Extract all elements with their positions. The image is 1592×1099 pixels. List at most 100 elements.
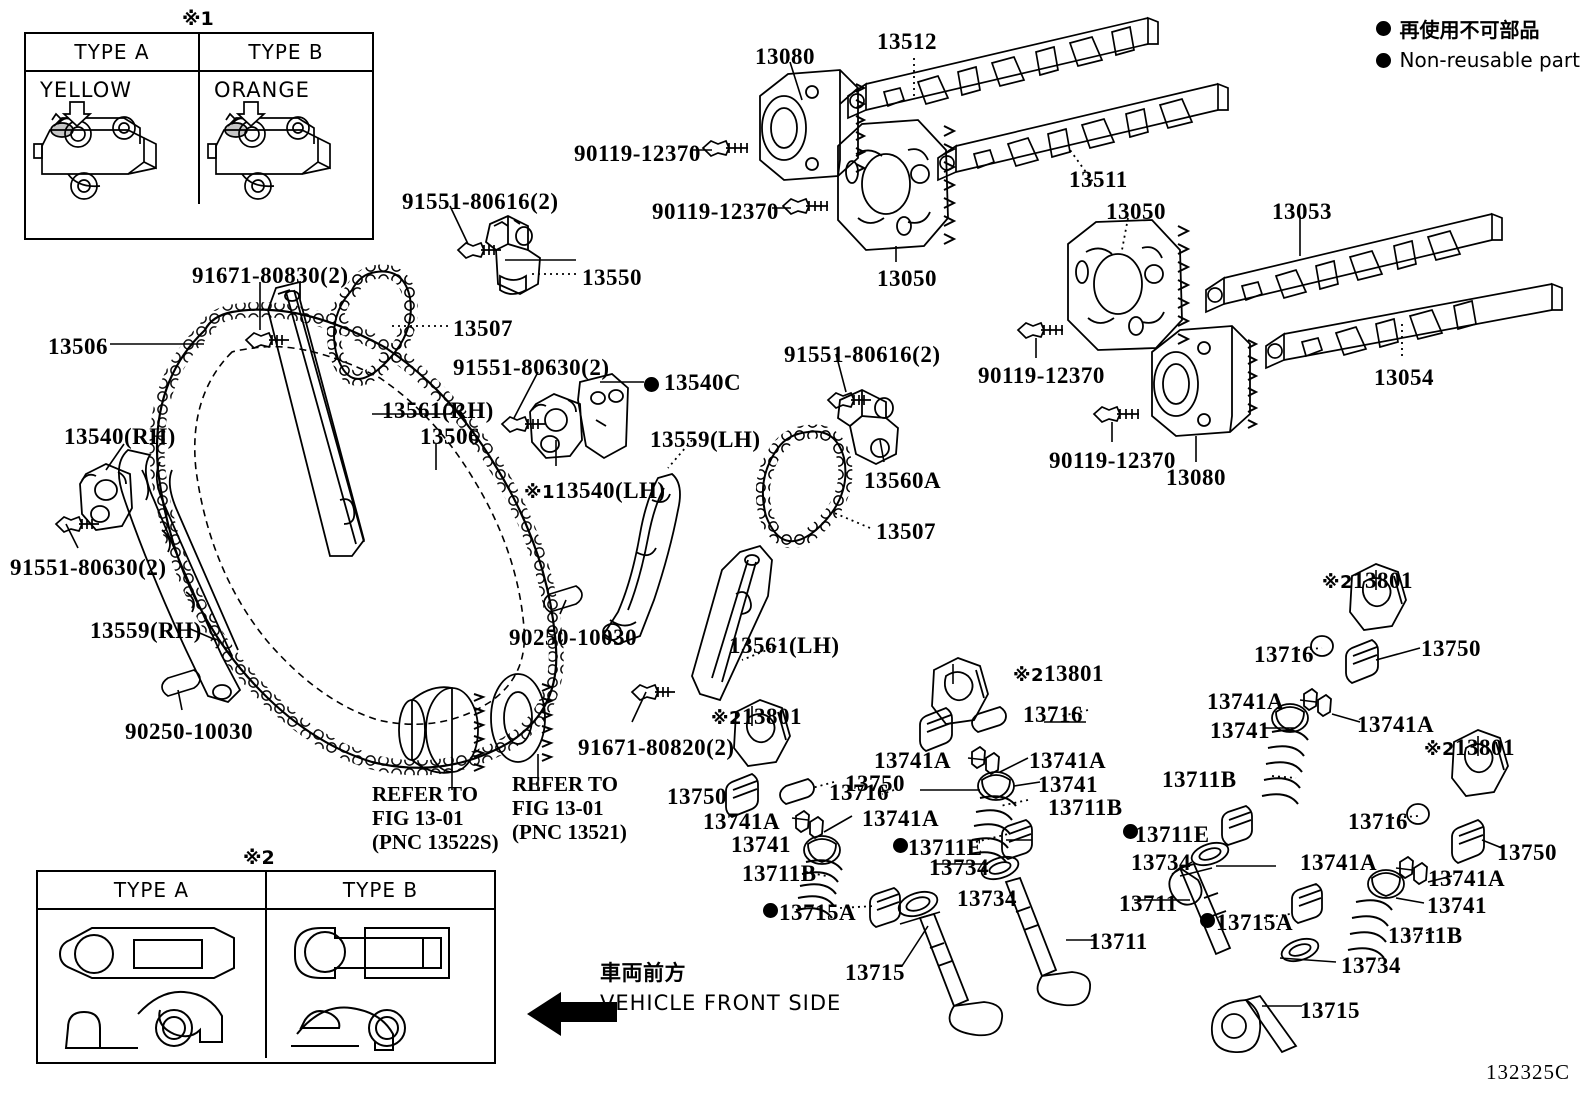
part-number-label: 13715: [1300, 998, 1360, 1023]
part-number-label: 13741A: [1357, 712, 1435, 737]
part-number-label: 13750: [845, 771, 905, 796]
part-number-label: 91671-80830(2): [192, 263, 349, 288]
part-number-label: 13080: [755, 44, 815, 69]
part-number-label: 13741A: [862, 806, 940, 831]
part-number-label: 13512: [877, 29, 937, 54]
part-number-label: 13734: [957, 886, 1017, 911]
filled-circle-icon: [1375, 52, 1391, 68]
legend-row-ja: 再使用不可部品: [1375, 14, 1580, 43]
part-number-label: 13741: [1038, 772, 1098, 797]
part-number-label: 13741A: [1029, 748, 1107, 773]
part-number-label: 91551-80616(2): [784, 342, 941, 367]
part-number-label: 90119-12370: [1049, 448, 1176, 473]
inset-top-body-type-b: ORANGE: [198, 72, 372, 204]
inset-top-body-type-a: YELLOW: [26, 72, 198, 204]
part-number-label: 13560A: [864, 468, 942, 493]
part-number-label: 13050: [877, 266, 937, 291]
part-number-label: 13711: [1089, 929, 1148, 954]
inset-top-color-b: ORANGE: [214, 78, 310, 102]
front-side-label-ja: 車両前方: [600, 961, 686, 985]
part-number-label: 13711: [1119, 891, 1178, 916]
part-number-label: 13711E: [1135, 822, 1210, 847]
inset-bottom-star: ※2: [243, 847, 275, 869]
front-direction-arrow: [527, 992, 617, 1036]
part-number-label: ※213801: [1322, 568, 1414, 593]
part-number-label: 13734: [1341, 953, 1401, 978]
part-number-label: 13750: [1421, 636, 1481, 661]
part-number-label: 13507: [453, 316, 513, 341]
part-number-label: 13741: [731, 832, 791, 857]
inset-top-header-type-a: TYPE A: [26, 34, 198, 72]
part-number-label: 90250-10030: [125, 719, 254, 744]
part-number-label: 13506: [48, 334, 108, 359]
part-number-label: 13711E: [908, 835, 983, 860]
part-number-label: 13053: [1272, 199, 1332, 224]
part-number-label: 90119-12370: [652, 199, 779, 224]
legend-label-en: Non-reusable part: [1399, 48, 1580, 72]
legend: 再使用不可部品 Non-reusable part: [1375, 14, 1580, 77]
inset-top-star: ※1: [182, 8, 214, 30]
part-number-label: 13716: [829, 780, 889, 805]
inset-bottom-body-type-b: [265, 910, 494, 1058]
part-number-label: 13741A: [1300, 850, 1378, 875]
part-number-label: 13741A: [874, 748, 952, 773]
part-number-label: 13054: [1374, 365, 1434, 390]
part-number-label: 13741A: [703, 809, 781, 834]
inset-bottom-header-type-b: TYPE B: [265, 872, 494, 910]
part-number-label: 13559(LH): [650, 427, 761, 452]
legend-row-en: Non-reusable part: [1375, 48, 1580, 72]
part-number-label: 90250-10030: [509, 625, 638, 650]
part-number-label: 13750: [667, 784, 727, 809]
part-number-label: 13540(RH): [64, 424, 176, 449]
part-number-label: 13540C: [664, 370, 742, 395]
inset-top-header-type-b: TYPE B: [198, 34, 372, 72]
part-number-label: 13507: [876, 519, 936, 544]
non-reusable-marker-icon: [763, 903, 778, 918]
part-number-label: 13561(LH): [729, 633, 840, 658]
inset-bottom-table: TYPE A TYPE B: [36, 870, 496, 1064]
refer-to-fig-13522s: REFER TO FIG 13-01 (PNC 13522S): [372, 782, 499, 855]
part-number-label: ※213801: [711, 704, 803, 729]
part-number-label: 13080: [1166, 465, 1226, 490]
inset-top-table: TYPE A TYPE B YELLOW: [24, 32, 374, 240]
non-reusable-marker-icon: [893, 838, 908, 853]
inset-bottom-header-type-a: TYPE A: [38, 872, 265, 910]
part-number-label: 13741A: [1207, 689, 1285, 714]
part-number-label: 91551-80630(2): [10, 555, 167, 580]
part-number-label: 13561(RH): [382, 398, 494, 423]
part-number-label: 13715: [845, 960, 905, 985]
part-number-label: 13711B: [1048, 795, 1123, 820]
diagram-number: 132325C: [1485, 1060, 1570, 1084]
part-number-label: 13734: [929, 855, 989, 880]
refer-to-fig-13521: REFER TO FIG 13-01 (PNC 13521): [512, 772, 627, 845]
non-reusable-marker-icon: [644, 377, 659, 392]
part-number-label: 90119-12370: [574, 141, 701, 166]
part-number-label: 13559(RH): [90, 618, 202, 643]
part-number-label: 13741: [1210, 718, 1270, 743]
part-number-label: 13511: [1069, 167, 1128, 192]
filled-circle-icon: [1375, 21, 1391, 36]
part-number-label: 90119-12370: [978, 363, 1105, 388]
part-number-label: 13734: [1131, 850, 1191, 875]
part-number-label: 13715A: [1216, 910, 1294, 935]
part-number-label: 91551-80616(2): [402, 189, 559, 214]
legend-label-ja: 再使用不可部品: [1399, 18, 1540, 42]
part-number-label: 91551-80630(2): [453, 355, 610, 380]
part-number-label: ※213801: [1424, 735, 1516, 760]
part-number-label: 13711B: [742, 861, 817, 886]
part-number-label: 13711B: [1162, 767, 1237, 792]
inset-bottom-body-type-a: [38, 910, 265, 1058]
inset-top-color-a: YELLOW: [40, 78, 133, 102]
part-number-label: 13716: [1023, 702, 1083, 727]
part-number-label: 13506: [420, 424, 480, 449]
part-number-label: ※113540(LH): [524, 478, 666, 503]
part-number-label: 13550: [582, 265, 642, 290]
part-number-label: 91671-80820(2): [578, 735, 735, 760]
part-number-label: 13741A: [1428, 866, 1506, 891]
part-number-label: 13750: [1497, 840, 1557, 865]
part-number-label: 13715A: [779, 900, 857, 925]
part-number-label: 13741: [1427, 893, 1487, 918]
part-number-label: 13050: [1106, 199, 1166, 224]
part-number-label: 13716: [1254, 642, 1314, 667]
